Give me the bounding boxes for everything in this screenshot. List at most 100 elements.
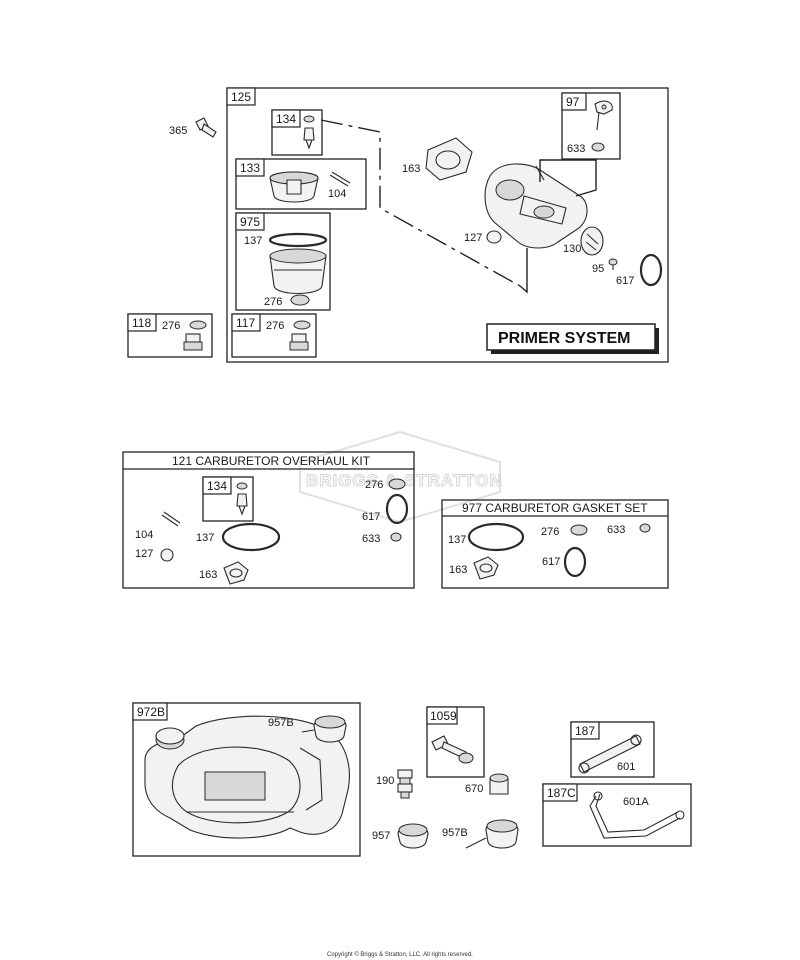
fuel-tank-icon bbox=[144, 715, 350, 839]
overhaul-pin-icon bbox=[161, 511, 181, 527]
sub-117-part-label[interactable]: 276 bbox=[266, 320, 284, 332]
sub-187c-tag[interactable]: 187C bbox=[547, 786, 576, 800]
float-bowl-icon bbox=[269, 248, 327, 294]
primer-gasket-label[interactable]: 163 bbox=[402, 163, 420, 175]
carburetor-body-icon bbox=[484, 163, 588, 249]
sub-97-part-label[interactable]: 633 bbox=[567, 143, 585, 155]
overhaul-washer-label[interactable]: 276 bbox=[365, 479, 383, 491]
gasket-set-nut-label[interactable]: 633 bbox=[607, 524, 625, 536]
sub-97-tag[interactable]: 97 bbox=[566, 95, 580, 109]
overhaul-gasket-label[interactable]: 163 bbox=[199, 569, 217, 581]
primer-group-tag-box bbox=[226, 87, 256, 106]
sub-118-bowl-nut-icon bbox=[183, 333, 203, 351]
overhaul-nut-label[interactable]: 633 bbox=[362, 533, 380, 545]
fitting-190-label[interactable]: 190 bbox=[376, 775, 394, 787]
standalone-parts: 365 118 276 bbox=[127, 117, 217, 358]
cap-957-label[interactable]: 957 bbox=[372, 830, 390, 842]
sub-975-frame bbox=[235, 212, 331, 311]
primer-screw-label[interactable]: 95 bbox=[592, 263, 604, 275]
bolt-365-icon bbox=[195, 117, 217, 138]
sub-187c-part-label[interactable]: 601A bbox=[623, 796, 649, 808]
bowl-washer-icon bbox=[290, 294, 310, 306]
overhaul-plug-icon bbox=[160, 548, 174, 562]
tank-group-tag[interactable]: 972B bbox=[137, 705, 165, 719]
primer-dashed-leader bbox=[320, 119, 521, 287]
sub-97-nut-icon bbox=[591, 142, 605, 152]
overhaul-oring-icon bbox=[385, 493, 409, 525]
overhaul-pin-label[interactable]: 104 bbox=[135, 529, 153, 541]
overhaul-ring-label[interactable]: 137 bbox=[196, 532, 214, 544]
tank-vented-cap-icon bbox=[301, 715, 347, 743]
tank-group-frame bbox=[132, 702, 361, 857]
sub-118-frame bbox=[127, 313, 213, 358]
bolt-365-label[interactable]: 365 bbox=[169, 125, 187, 137]
vented-fuel-cap-icon bbox=[465, 819, 519, 849]
carburetor-gasket-icon bbox=[425, 137, 473, 181]
sub-118-tag[interactable]: 118 bbox=[132, 316, 151, 330]
primer-group-tag[interactable]: 125 bbox=[231, 90, 251, 104]
overhaul-nut-icon bbox=[390, 532, 402, 542]
overhaul-sub-134-tag[interactable]: 134 bbox=[207, 479, 227, 493]
fuel-line-formed-icon bbox=[589, 791, 685, 839]
sub-975-tag[interactable]: 975 bbox=[240, 215, 260, 229]
sub-117-tag[interactable]: 117 bbox=[236, 316, 255, 330]
fuel-cap-icon bbox=[397, 823, 429, 849]
primer-float-icon bbox=[269, 171, 319, 203]
overhaul-plug-label[interactable]: 127 bbox=[135, 548, 153, 560]
sub-117-washer-icon bbox=[293, 320, 311, 330]
gasket-set-oring-icon bbox=[563, 546, 587, 578]
overhaul-check-valve-icon bbox=[236, 482, 248, 516]
sub-1059-tag[interactable]: 1059 bbox=[430, 709, 457, 723]
sub-118-washer-icon bbox=[189, 320, 207, 330]
float-pin-icon bbox=[329, 171, 351, 187]
sub-133-tag[interactable]: 133 bbox=[240, 161, 260, 175]
spacer-670-label[interactable]: 670 bbox=[465, 783, 483, 795]
overhaul-gasket-icon bbox=[223, 561, 249, 585]
gasket-set-group: 977 CARBURETOR GASKET SET 137 276 633 61… bbox=[441, 499, 669, 589]
overhaul-washer-icon bbox=[388, 478, 406, 490]
gasket-set-washer-label[interactable]: 276 bbox=[541, 526, 559, 538]
primer-plate-label[interactable]: 130 bbox=[563, 243, 581, 255]
loose-parts: 190 1059 670 957 957B bbox=[372, 706, 692, 849]
overhaul-kit-title[interactable]: 121 CARBURETOR OVERHAUL KIT bbox=[172, 454, 371, 468]
sub-118-part-label[interactable]: 276 bbox=[162, 320, 180, 332]
throttle-lever-icon bbox=[594, 100, 613, 131]
gasket-set-title[interactable]: 977 CARBURETOR GASKET SET bbox=[462, 501, 648, 515]
sub-187-part-label[interactable]: 601 bbox=[617, 761, 635, 773]
choke-plate-icon bbox=[580, 226, 604, 256]
bowl-ring-icon bbox=[268, 232, 328, 248]
sub-975-washer-label[interactable]: 276 bbox=[264, 296, 282, 308]
sub-187-frame bbox=[570, 721, 655, 778]
gasket-set-oring-label[interactable]: 617 bbox=[542, 556, 560, 568]
overhaul-oring-label[interactable]: 617 bbox=[362, 511, 380, 523]
primer-oring-icon bbox=[639, 253, 663, 287]
sub-134-tag[interactable]: 134 bbox=[276, 112, 296, 126]
primer-system-title-box bbox=[486, 323, 656, 351]
gasket-set-gasket-icon bbox=[473, 556, 499, 580]
sub-975-ring-label[interactable]: 137 bbox=[244, 235, 262, 247]
sub-133-part-label[interactable]: 104 bbox=[328, 188, 346, 200]
primer-oring-label[interactable]: 617 bbox=[616, 275, 634, 287]
primer-check-valve-icon bbox=[303, 115, 315, 150]
primer-solid-leader-right bbox=[539, 159, 597, 197]
primer-group-frame bbox=[226, 87, 669, 363]
watermark-text: BRIGGS & STRATTON bbox=[306, 471, 503, 490]
copyright-notice: Copyright © Briggs & Stratton, LLC. All … bbox=[327, 951, 473, 958]
gasket-set-ring-label[interactable]: 137 bbox=[448, 534, 466, 546]
sub-117-frame bbox=[231, 313, 317, 358]
overhaul-ring-icon bbox=[221, 522, 281, 552]
overhaul-kit-group: 121 CARBURETOR OVERHAUL KIT 134 104 127 … bbox=[122, 451, 415, 589]
spacer-icon bbox=[489, 773, 509, 795]
primer-plug-label[interactable]: 127 bbox=[464, 232, 482, 244]
primer-system-title: PRIMER SYSTEM bbox=[498, 330, 630, 347]
tank-cap-label[interactable]: 957B bbox=[268, 717, 294, 729]
primer-system-group: 125 134 133 104 975 137 bbox=[226, 87, 669, 363]
sub-133-frame bbox=[235, 158, 367, 210]
gasket-set-washer-icon bbox=[570, 524, 588, 536]
sub-187-tag[interactable]: 187 bbox=[575, 724, 595, 738]
choke-screw-icon bbox=[608, 258, 618, 270]
fuel-line-short-icon bbox=[578, 734, 642, 774]
gasket-set-gasket-label[interactable]: 163 bbox=[449, 564, 467, 576]
cap-957b-label[interactable]: 957B bbox=[442, 827, 468, 839]
